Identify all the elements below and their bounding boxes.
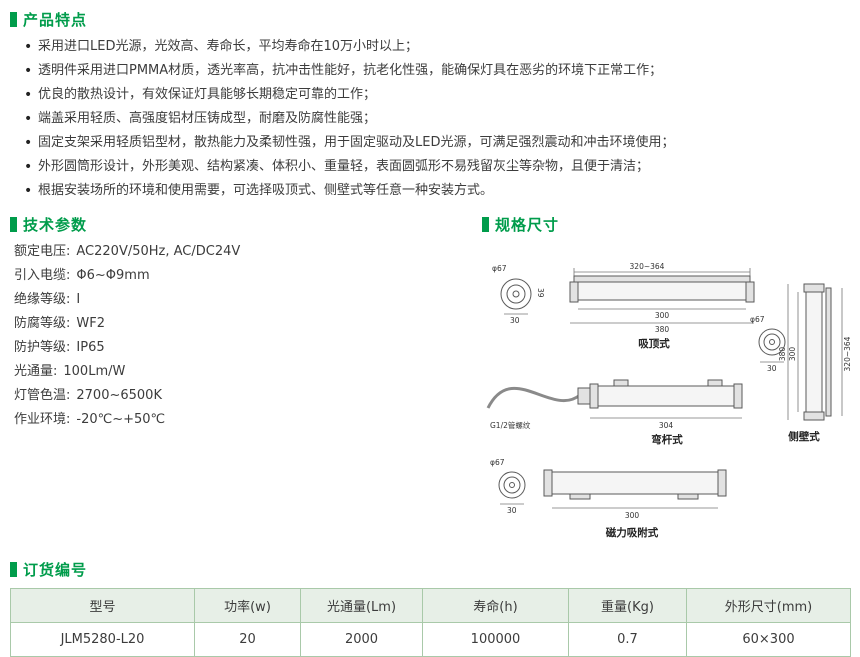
cell-power: 20 xyxy=(194,622,301,657)
param-row: 防腐等级: WF2 xyxy=(10,312,482,336)
tech-params-section: 技术参数 额定电压: AC220V/50Hz, AC/DC24V 引入电缆: Φ6~… xyxy=(10,211,482,548)
feature-text: 采用进口LED光源，光效高、寿命长，平均寿命在10万小时以上； xyxy=(38,39,419,54)
order-table: 型号 功率(w) 光通量(Lm) 寿命(h) 重量(Kg) 外形尺寸(mm) J… xyxy=(10,588,851,657)
param-row: 灯管色温: 2700~6500K xyxy=(10,384,482,408)
feature-text: 透明件采用进口PMMA材质，透光率高，抗冲击性能好，抗老化性强，能确保灯具在恶劣… xyxy=(38,63,663,78)
tech-params-title: 技术参数 xyxy=(23,215,88,234)
feature-item: 根据安装场所的环境和使用需要，可选择吸顶式、侧壁式等任意一种安装方式。 xyxy=(24,179,850,203)
col-header-weight: 重量(Kg) xyxy=(568,588,687,623)
order-table-header-row: 型号 功率(w) 光通量(Lm) 寿命(h) 重量(Kg) 外形尺寸(mm) xyxy=(10,588,851,623)
param-row: 额定电压: AC220V/50Hz, AC/DC24V xyxy=(10,240,482,264)
order-header: 订货编号 xyxy=(10,558,850,580)
features-header: 产品特点 xyxy=(10,8,850,30)
section-marker-icon xyxy=(10,11,17,27)
param-row: 绝缘等级: I xyxy=(10,288,482,312)
dim-label: 380 xyxy=(655,325,670,334)
param-label: 光通量: xyxy=(14,364,58,379)
dimension-diagrams: φ67 39 30 320~364 300 380 吸顶式 xyxy=(486,262,852,539)
feature-item: 透明件采用进口PMMA材质，透光率高，抗冲击性能好，抗老化性强，能确保灯具在恶劣… xyxy=(24,59,850,83)
diagram-bent-rod-mount: G1/2管螺纹 304 弯杆式 xyxy=(486,379,743,446)
dimensions-title: 规格尺寸 xyxy=(495,215,560,234)
dim-label: 300 xyxy=(655,311,670,320)
param-label: 灯管色温: xyxy=(14,388,71,403)
col-header-power: 功率(w) xyxy=(194,588,301,623)
cell-size: 60×300 xyxy=(686,622,851,657)
section-marker-icon xyxy=(482,216,489,232)
feature-text: 根据安装场所的环境和使用需要，可选择吸顶式、侧壁式等任意一种安装方式。 xyxy=(38,183,494,198)
dim-label: 304 xyxy=(659,421,674,430)
diagram-magnetic-mount: φ67 30 300 磁力吸附式 xyxy=(490,458,727,539)
feature-item: 外形圆筒形设计，外形美观、结构紧凑、体积小、重量轻，表面圆弧形不易残留灰尘等杂物… xyxy=(24,155,850,179)
dim-label: φ67 xyxy=(490,458,505,467)
param-value: 2700~6500K xyxy=(76,388,162,403)
param-value: I xyxy=(76,292,81,307)
order-title: 订货编号 xyxy=(23,560,88,579)
param-row: 防护等级: IP65 xyxy=(10,336,482,360)
param-label: 引入电缆: xyxy=(14,268,71,283)
col-header-flux: 光通量(Lm) xyxy=(300,588,423,623)
param-label: 防腐等级: xyxy=(14,316,71,331)
param-value: IP65 xyxy=(76,340,105,355)
dim-label: 320~364 xyxy=(843,336,852,371)
section-marker-icon xyxy=(10,216,17,232)
feature-text: 优良的散热设计，有效保证灯具能够长期稳定可靠的工作； xyxy=(38,87,377,102)
dim-label: 380 xyxy=(778,347,787,362)
param-row: 光通量: 100Lm/W xyxy=(10,360,482,384)
order-section: 订货编号 型号 功率(w) 光通量(Lm) 寿命(h) 重量(Kg) 外形尺寸(… xyxy=(10,558,851,657)
feature-item: 固定支架采用轻质铝型材，散热能力及柔韧性强，用于固定驱动及LED光源，可满足强烈… xyxy=(24,131,850,155)
param-label: 防护等级: xyxy=(14,340,71,355)
param-row: 作业环境: -20℃~+50℃ xyxy=(10,408,482,432)
feature-item: 优良的散热设计，有效保证灯具能够长期稳定可靠的工作； xyxy=(24,83,850,107)
middle-row: 技术参数 额定电压: AC220V/50Hz, AC/DC24V 引入电缆: Φ6~… xyxy=(10,211,852,548)
param-value: 100Lm/W xyxy=(63,364,126,379)
param-value: WF2 xyxy=(76,316,105,331)
param-label: 绝缘等级: xyxy=(14,292,71,307)
param-value: AC220V/50Hz, AC/DC24V xyxy=(76,244,241,259)
dim-label: 39 xyxy=(536,288,545,298)
feature-list: 采用进口LED光源，光效高、寿命长，平均寿命在10万小时以上； 透明件采用进口P… xyxy=(10,35,850,203)
cell-flux: 2000 xyxy=(300,622,423,657)
dim-label: φ67 xyxy=(750,315,765,324)
diagram-label: 侧壁式 xyxy=(788,430,820,443)
diagram-ceiling-mount: φ67 39 30 320~364 300 380 吸顶式 xyxy=(492,262,755,350)
dim-label: 320~364 xyxy=(630,262,665,271)
diagram-label: 弯杆式 xyxy=(651,433,683,446)
col-header-lifetime: 寿命(h) xyxy=(422,588,569,623)
dimensions-section: 规格尺寸 φ67 39 30 320~364 xyxy=(482,211,860,548)
param-row: 引入电缆: Φ6~Φ9mm xyxy=(10,264,482,288)
tech-params-header: 技术参数 xyxy=(10,213,482,235)
dimensions-header: 规格尺寸 xyxy=(482,213,860,235)
cell-model: JLM5280-L20 xyxy=(10,622,195,657)
dim-label: 300 xyxy=(625,511,640,520)
feature-text: 固定支架采用轻质铝型材，散热能力及柔韧性强，用于固定驱动及LED光源，可满足强烈… xyxy=(38,135,675,150)
diagram-label: 吸顶式 xyxy=(638,337,670,350)
param-list: 额定电压:AC220V/50Hz, AC/DC24V 引入电缆:Φ6~Φ9mm … xyxy=(10,240,482,432)
features-section: 产品特点 采用进口LED光源，光效高、寿命长，平均寿命在10万小时以上； 透明件… xyxy=(10,8,850,203)
param-label: 作业环境: xyxy=(14,412,71,427)
dim-label: φ67 xyxy=(492,264,507,273)
param-label: 额定电压: xyxy=(14,244,71,259)
dim-label: G1/2管螺纹 xyxy=(490,420,531,430)
diagram-wall-mount: φ67 30 300 380 320~364 侧壁式 xyxy=(750,283,852,443)
feature-item: 采用进口LED光源，光效高、寿命长，平均寿命在10万小时以上； xyxy=(24,35,850,59)
feature-text: 端盖采用轻质、高强度铝材压铸成型，耐磨及防腐性能强； xyxy=(38,111,377,126)
feature-item: 端盖采用轻质、高强度铝材压铸成型，耐磨及防腐性能强； xyxy=(24,107,850,131)
dim-label: 30 xyxy=(510,316,520,325)
cell-weight: 0.7 xyxy=(568,622,687,657)
dim-label: 30 xyxy=(507,506,517,515)
col-header-model: 型号 xyxy=(10,588,195,623)
feature-text: 外形圆筒形设计，外形美观、结构紧凑、体积小、重量轻，表面圆弧形不易残留灰尘等杂物… xyxy=(38,159,650,174)
col-header-size: 外形尺寸(mm) xyxy=(686,588,851,623)
param-value: Φ6~Φ9mm xyxy=(76,268,150,283)
dim-label: 300 xyxy=(788,347,797,362)
diagram-label: 磁力吸附式 xyxy=(606,526,659,539)
features-title: 产品特点 xyxy=(23,10,88,29)
section-marker-icon xyxy=(10,561,17,577)
cell-lifetime: 100000 xyxy=(422,622,569,657)
dim-label: 30 xyxy=(767,364,777,373)
param-value: -20℃~+50℃ xyxy=(76,412,166,427)
order-table-row: JLM5280-L20 20 2000 100000 0.7 60×300 xyxy=(10,622,851,657)
product-spec-page: 产品特点 采用进口LED光源，光效高、寿命长，平均寿命在10万小时以上； 透明件… xyxy=(0,0,860,630)
